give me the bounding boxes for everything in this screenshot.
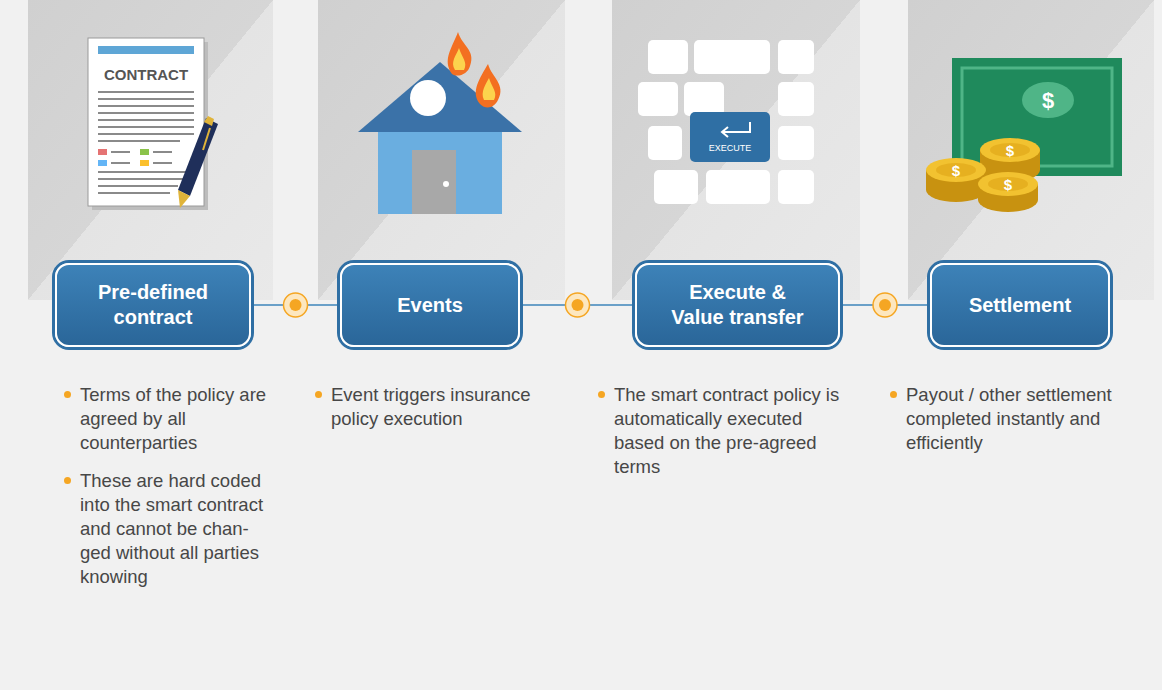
color-tags <box>98 149 172 166</box>
process-box: Pre-defined contract <box>55 263 251 347</box>
process-box: Events <box>340 263 520 347</box>
text-holder: Events <box>397 293 463 318</box>
process-box: Execute & Value transfer <box>635 263 840 347</box>
box-label: Execute & Value transfer <box>663 280 813 330</box>
column-panel <box>28 0 273 300</box>
bullet-text: Terms of the policy are agreed by all co… <box>80 383 272 455</box>
connector <box>254 293 337 317</box>
banknote-seal <box>1022 82 1074 118</box>
keys <box>638 40 814 204</box>
dollar-sign: $ <box>1042 88 1054 113</box>
house-door <box>412 150 456 214</box>
dollar-sign: $ <box>952 162 961 179</box>
house-wall <box>378 122 502 214</box>
text-holder: Execute & Value transfer <box>663 280 813 330</box>
flames <box>448 32 501 107</box>
connector-dot-ring <box>566 293 590 317</box>
keyboard-icon: EXECUTE <box>638 40 814 204</box>
box-label: Pre-defined contract <box>83 280 223 330</box>
door-knob <box>443 181 449 187</box>
connector <box>523 293 632 317</box>
bullet-text: The smart contract policy is automatical… <box>614 383 846 479</box>
column-panel <box>908 0 1154 300</box>
paper-header <box>98 46 194 54</box>
key-word: EXECUTE <box>709 143 752 153</box>
text-holder: Pre-defined contract <box>83 280 223 330</box>
dollar-sign: $ <box>1006 142 1015 159</box>
house-roof <box>358 62 522 132</box>
text-holder: Settlement <box>969 293 1071 318</box>
coin-stacks <box>926 138 1040 212</box>
bullet-dot <box>315 391 322 398</box>
process-box: Settlement <box>930 263 1110 347</box>
bullet-dot <box>598 391 605 398</box>
contract-icon: CONTRACT <box>88 38 218 210</box>
connector-dot <box>572 299 584 311</box>
execute-key <box>690 112 770 162</box>
bullet-dot <box>64 477 71 484</box>
return-arrow <box>722 122 750 137</box>
box-label: Settlement <box>969 293 1071 318</box>
text-lines <box>98 92 194 193</box>
bullet-dot <box>64 391 71 398</box>
connector-dot-ring <box>873 293 897 317</box>
connector-dot <box>290 299 302 311</box>
bullet-text: Payout / other settlement completed inst… <box>906 383 1146 455</box>
connector-dot <box>879 299 891 311</box>
money-icon: $ $ $ $ <box>926 58 1122 212</box>
banknote <box>952 58 1122 176</box>
house-window <box>410 80 446 116</box>
banknote-frame <box>962 68 1112 166</box>
pen <box>178 116 218 208</box>
bullet-text: These are hard coded into the smart cont… <box>80 469 272 589</box>
dollar-sign: $ <box>1004 176 1013 193</box>
column-panels <box>28 0 1154 300</box>
connector-dot-ring <box>284 293 308 317</box>
column-panel <box>612 0 860 300</box>
bullet-text: Event triggers insurance policy executio… <box>331 383 531 431</box>
contract-word: CONTRACT <box>104 66 188 83</box>
column-panel <box>318 0 565 300</box>
bullet-dot <box>890 391 897 398</box>
burning-house-icon <box>358 32 522 214</box>
box-label: Events <box>397 293 463 318</box>
connector <box>843 293 927 317</box>
